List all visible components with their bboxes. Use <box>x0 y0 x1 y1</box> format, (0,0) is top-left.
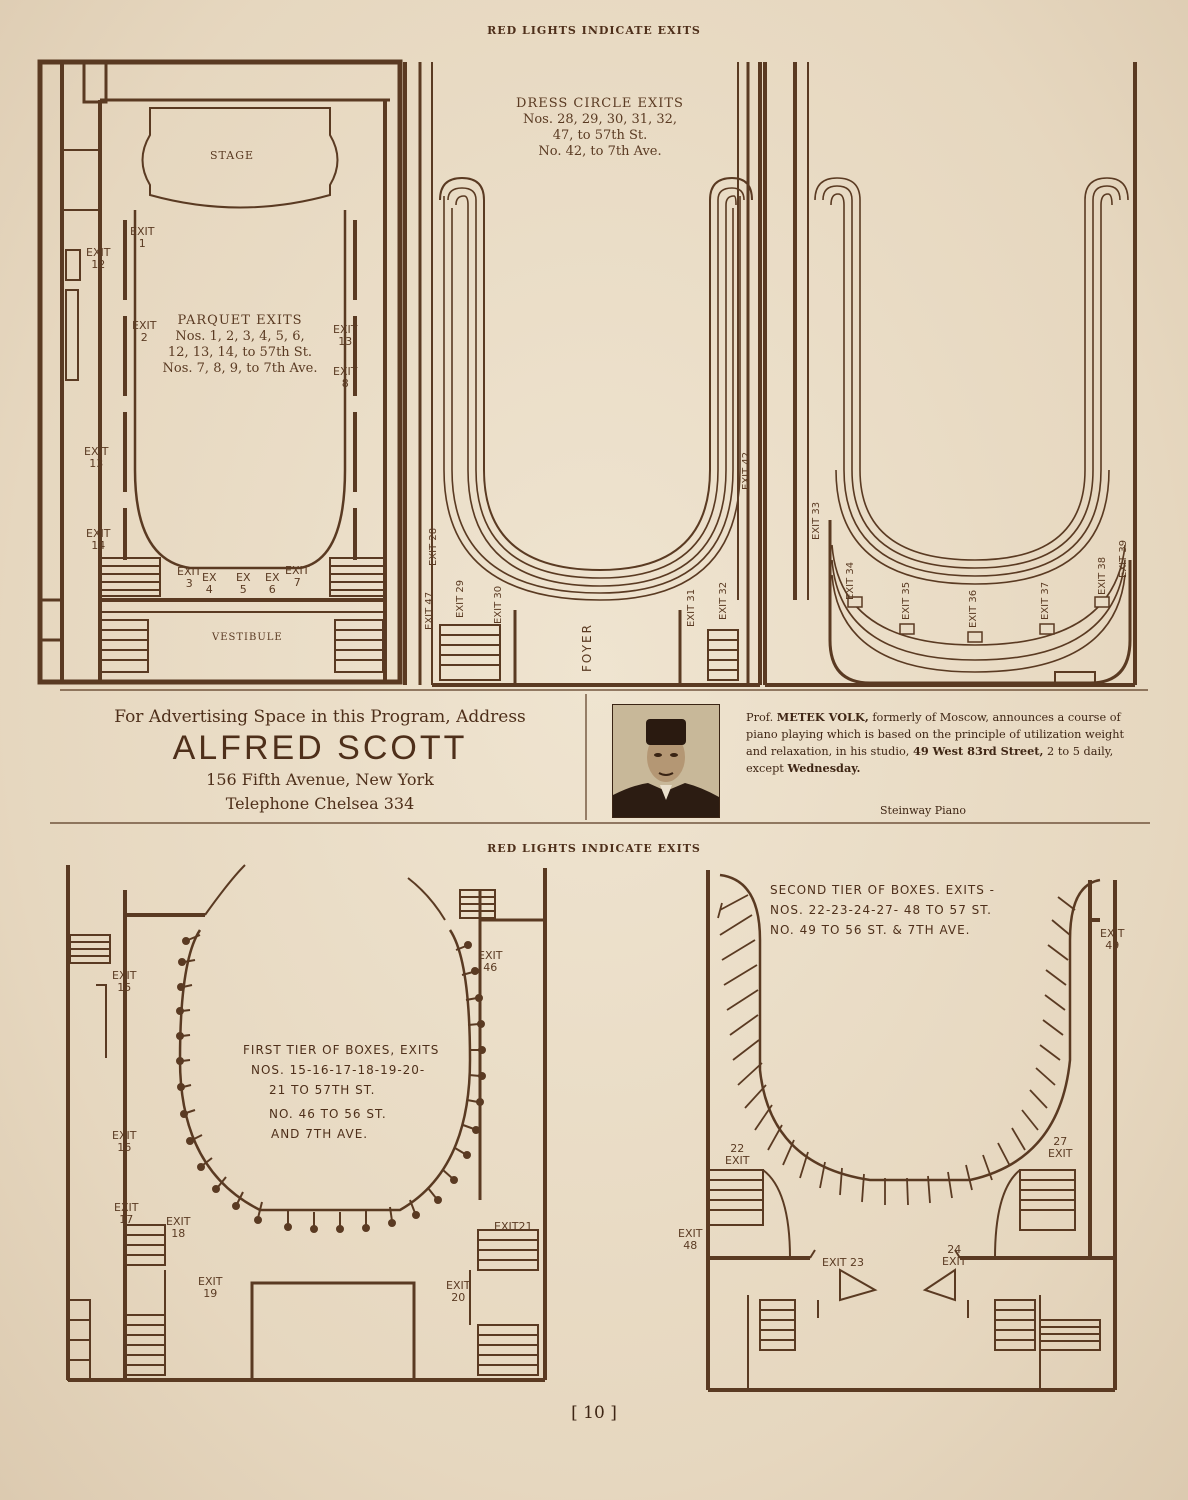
ad-phone: Telephone Chelsea 334 <box>225 794 415 813</box>
ad-address: 156 Fifth Avenue, New York <box>206 770 434 789</box>
exit-47-label: EXIT 47 <box>424 591 435 630</box>
second-tier-plan <box>706 870 1117 1392</box>
dress-circle-left-rows <box>443 187 745 601</box>
stage-label: STAGE <box>210 149 255 162</box>
exit-32-label: EXIT 32 <box>718 581 729 620</box>
parquet-outer-wall <box>37 59 403 685</box>
exit-35-label: EXIT 35 <box>901 581 912 620</box>
exit-36-label: EXIT 36 <box>968 589 979 628</box>
ad-line1: For Advertising Space in this Program, A… <box>114 707 526 727</box>
dress-circle-title: DRESS CIRCLE EXITS <box>516 96 684 111</box>
first-tier-line2: NOS. 15-16-17-18-19-20- <box>251 1063 426 1077</box>
parquet-title: PARQUET EXITS <box>177 313 303 328</box>
header-red-lights-top: RED LIGHTS INDICATE EXITS <box>487 24 701 37</box>
page-number: [ 10 ] <box>571 1403 617 1423</box>
exit-21-label: EXIT21 <box>494 1220 533 1233</box>
exit-31-label: EXIT 31 <box>686 588 697 627</box>
parquet-exits-note: PARQUET EXITS Nos. 1, 2, 3, 4, 5, 6, 12,… <box>140 313 340 377</box>
exit-39-label: EXIT 39 <box>1118 539 1129 578</box>
second-tier-line1: SECOND TIER OF BOXES. EXITS - <box>770 883 996 897</box>
parquet-bowl <box>133 210 347 570</box>
second-tier-line2: NOS. 22-23-24-27- 48 TO 57 ST. <box>770 903 992 917</box>
dress-circle-exits-note: DRESS CIRCLE EXITS Nos. 28, 29, 30, 31, … <box>495 96 705 160</box>
first-tier-note: FIRST TIER OF BOXES, EXITS NOS. 15-16-17… <box>243 1040 439 1144</box>
second-tier-note: SECOND TIER OF BOXES. EXITS - NOS. 22-23… <box>770 880 995 940</box>
first-tier-line5: AND 7TH AVE. <box>271 1127 369 1141</box>
portrait-photo <box>612 704 720 818</box>
ad-name: ALFRED SCOTT <box>172 729 468 767</box>
parquet-line1: Nos. 1, 2, 3, 4, 5, 6, <box>175 329 305 344</box>
exit-28-label: EXIT 28 <box>428 527 439 566</box>
exit-42-label: EXIT 42 <box>741 451 752 490</box>
exit-33-label: EXIT 33 <box>811 501 822 540</box>
exit-29-label: EXIT 29 <box>455 579 466 618</box>
dress-circle-line2: 47, to 57th St. <box>552 128 648 143</box>
first-tier-plan <box>66 864 547 1382</box>
exit-30-label: EXIT 30 <box>493 585 504 624</box>
exit-34-label: EXIT 34 <box>845 561 856 600</box>
foyer-label: FOYER <box>580 623 594 672</box>
steinway-piano-signature: Steinway Piano <box>880 804 966 817</box>
first-tier-box-spokes <box>176 934 486 1233</box>
second-tier-line3: NO. 49 TO 56 ST. & 7TH AVE. <box>770 923 971 937</box>
stage-outline <box>141 107 339 209</box>
volk-announcement: Prof. METEK VOLK, formerly of Moscow, an… <box>746 710 1125 775</box>
exit-38-label: EXIT 38 <box>1097 556 1108 595</box>
alfred-scott-ad: For Advertising Space in this Program, A… <box>60 707 580 816</box>
first-tier-line4: NO. 46 TO 56 ST. <box>269 1107 387 1121</box>
parquet-line3: Nos. 7, 8, 9, to 7th Ave. <box>162 361 318 376</box>
dress-circle-line1: Nos. 28, 29, 30, 31, 32, <box>522 112 678 127</box>
dress-circle-line3: No. 42, to 7th Ave. <box>538 144 662 159</box>
first-tier-line3: 21 TO 57TH ST. <box>269 1083 376 1097</box>
exit-37-label: EXIT 37 <box>1040 581 1051 620</box>
parquet-line2: 12, 13, 14, to 57th St. <box>167 345 313 360</box>
header-red-lights-middle: RED LIGHTS INDICATE EXITS <box>487 842 701 855</box>
vestibule-label: VESTIBULE <box>212 632 283 643</box>
first-tier-line1: FIRST TIER OF BOXES, EXITS <box>243 1043 440 1057</box>
exit-23-label: EXIT 23 <box>822 1256 864 1269</box>
second-tier-box-spokes <box>717 894 1076 1206</box>
dress-circle-u-rows <box>439 176 753 572</box>
